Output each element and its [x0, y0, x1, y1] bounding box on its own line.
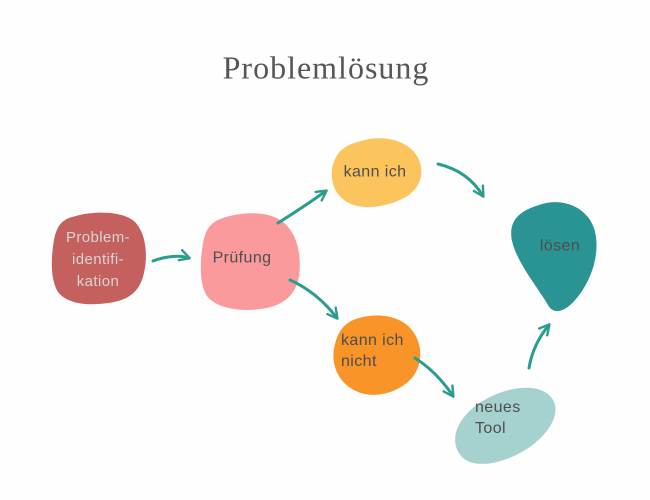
label-line: kann ich	[341, 332, 404, 349]
label-line: kation	[76, 273, 120, 290]
arrow-kann-ich-to-loesen	[436, 162, 485, 198]
label-line: neues	[475, 399, 521, 416]
arrow-problem-to-pruefung	[151, 248, 191, 263]
node-neues-tool-label: neues Tool	[475, 397, 521, 439]
page-title: Problemlösung	[222, 49, 430, 86]
label-line: kann ich	[343, 163, 407, 181]
arrow-group	[151, 162, 551, 398]
label-line: Prüfung	[212, 249, 272, 267]
node-pruefung-label: Prüfung	[213, 248, 272, 269]
node-kann-ich-blob	[331, 138, 422, 208]
node-loesen-label: lösen	[540, 236, 580, 257]
label-line: lösen	[539, 237, 581, 255]
arrow-neues-tool-to-loesen	[527, 323, 551, 370]
label-line: identifi-	[72, 251, 124, 268]
node-kann-ich-nicht-label: kann ich nicht	[341, 330, 404, 372]
node-loesen-blob	[511, 202, 597, 312]
arrow-kann-ich-nicht-to-neues-tool	[413, 356, 455, 398]
node-kann-ich-label: kann ich	[344, 162, 407, 183]
label-line: Problem-	[65, 229, 131, 246]
label-line: Tool	[475, 420, 506, 437]
label-line: nicht	[341, 353, 377, 370]
node-kann-ich-nicht-blob	[333, 315, 421, 395]
arrow-pruefung-to-kann-ich-nicht	[288, 278, 339, 320]
node-problem-identifikation-blob	[51, 212, 146, 305]
arrow-pruefung-to-kann-ich	[276, 189, 328, 225]
node-problem-identifikation-label: Problem- identifi- kation	[66, 227, 130, 293]
node-pruefung-blob	[200, 213, 300, 310]
node-neues-tool-blob	[455, 387, 556, 464]
